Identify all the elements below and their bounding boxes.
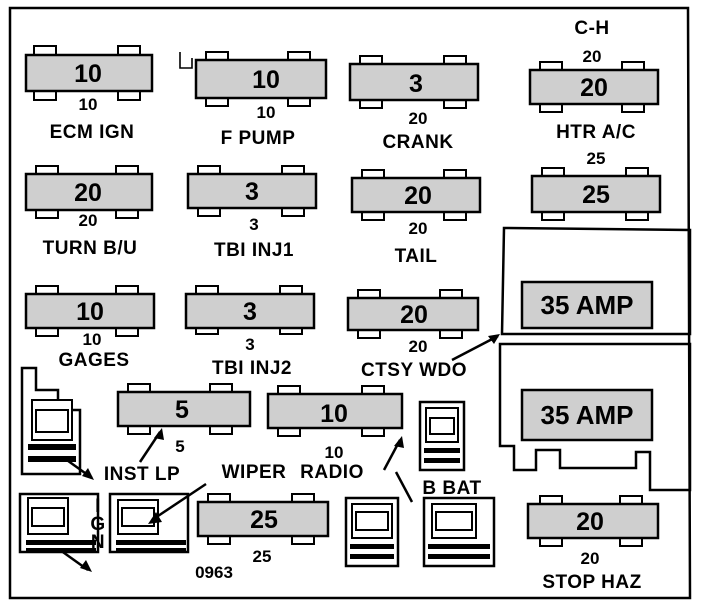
fuse-top-label-c-h: C-H — [574, 18, 609, 39]
fuse-rating: 10 — [257, 103, 276, 122]
label-b-bat: B BAT — [422, 478, 481, 499]
fuse-label-gages: GAGES — [58, 350, 129, 371]
fuse-label-crank: CRANK — [382, 132, 453, 153]
relay-bottom-middle — [344, 496, 400, 568]
fuse-rating: 20 — [583, 47, 602, 66]
breaker-label: 35 AMP — [541, 400, 634, 430]
breaker-label: 35 AMP — [541, 290, 634, 320]
fuse-label-ecm-ign: ECM IGN — [50, 122, 135, 143]
fuse-value: 3 — [243, 298, 257, 326]
arrow-ctsy-wdo — [451, 334, 499, 362]
fuse-label-ctsy-wdo: CTSY WDO — [361, 360, 467, 381]
fuse-top-right-25: 25 — [530, 167, 662, 221]
fuse-label-inst-lp: INST LP — [104, 464, 180, 485]
fuse-rating: 3 — [245, 335, 254, 354]
fuse-value: 3 — [245, 178, 259, 206]
fuse-rating: 25 — [587, 149, 606, 168]
panel-outline — [8, 6, 692, 600]
fuse-label-htr-ac: HTR A/C — [556, 122, 636, 143]
breaker-lower: 35 AMP — [498, 342, 692, 492]
fuse-rating: 10 — [325, 443, 344, 462]
fuse-value: 25 — [582, 181, 610, 209]
ign-letter-g: G — [90, 514, 105, 535]
fuse-rating: 10 — [83, 330, 102, 349]
fuse-stop-haz: 20 — [526, 495, 660, 547]
figure-code: 0963 — [195, 563, 233, 582]
ign-letter-n: N — [91, 532, 105, 553]
fuse-gages: 10 — [24, 285, 156, 337]
fuse-value: 3 — [409, 70, 423, 98]
relay-left-upper — [20, 366, 82, 476]
fuse-crank: 3 — [348, 55, 480, 109]
fuse-ecm-ign: 10 — [24, 45, 154, 101]
fuse-label-turn-bu: TURN B/U — [43, 238, 138, 259]
relay-bottom-bat — [422, 496, 496, 568]
fuse-value: 20 — [400, 301, 428, 329]
fuse-value: 10 — [320, 400, 348, 428]
relay-bottom-left — [18, 492, 100, 554]
fuse-rating: 20 — [79, 211, 98, 230]
relay-bat — [418, 400, 466, 472]
fuse-rating: 25 — [253, 547, 272, 566]
fuse-value: 20 — [404, 182, 432, 210]
fuse-value: 20 — [580, 74, 608, 102]
fuse-rating: 20 — [581, 549, 600, 568]
fuse-tbi-inj2: 3 — [184, 285, 316, 335]
fuse-turn-bu: 20 — [24, 165, 154, 219]
fuse-ctsy-wdo: 20 — [346, 289, 480, 339]
fuse-label-tail: TAIL — [395, 246, 438, 267]
fuse-label-f-pump: F PUMP — [221, 128, 296, 149]
fuse-rating: 10 — [79, 95, 98, 114]
fuse-tail: 20 — [350, 169, 482, 221]
fuse-tbi-inj1: 3 — [186, 165, 318, 217]
fuse-rating: 20 — [409, 219, 428, 238]
fuse-rating: 5 — [175, 437, 184, 456]
arrow-inst-lp-to-ign — [151, 482, 207, 522]
fuse-rating: 20 — [409, 337, 428, 356]
fuse-htr-ac: 20 — [528, 61, 660, 113]
fuse-f-pump: 10 — [179, 51, 328, 107]
fuse-wiper-radio: 10 — [266, 385, 404, 437]
fuse-inst-lp: 5 — [116, 383, 252, 435]
fuse-label-tbi-inj1: TBI INJ1 — [214, 240, 294, 261]
fuse-label-wiper: WIPER — [222, 462, 287, 483]
fuse-label-tbi-inj2: TBI INJ2 — [212, 358, 292, 379]
arrow-bat — [394, 471, 414, 503]
fuse-value: 10 — [74, 60, 102, 88]
fuse-value: 20 — [576, 508, 604, 536]
fuse-rating: 20 — [409, 109, 428, 128]
fuse-bottom-25: 25 — [196, 493, 330, 545]
ign-letter-i: I — [95, 496, 101, 517]
fuse-value: 10 — [252, 66, 280, 94]
fuse-value: 25 — [250, 506, 278, 534]
fuse-label-stop-haz: STOP HAZ — [542, 572, 641, 593]
fuse-value: 10 — [76, 298, 104, 326]
fuse-rating: 3 — [249, 215, 258, 234]
breaker-upper: 35 AMP — [500, 226, 692, 336]
fuse-value: 5 — [175, 396, 189, 424]
fuse-value: 20 — [74, 179, 102, 207]
fuse-label-radio: RADIO — [300, 462, 364, 483]
